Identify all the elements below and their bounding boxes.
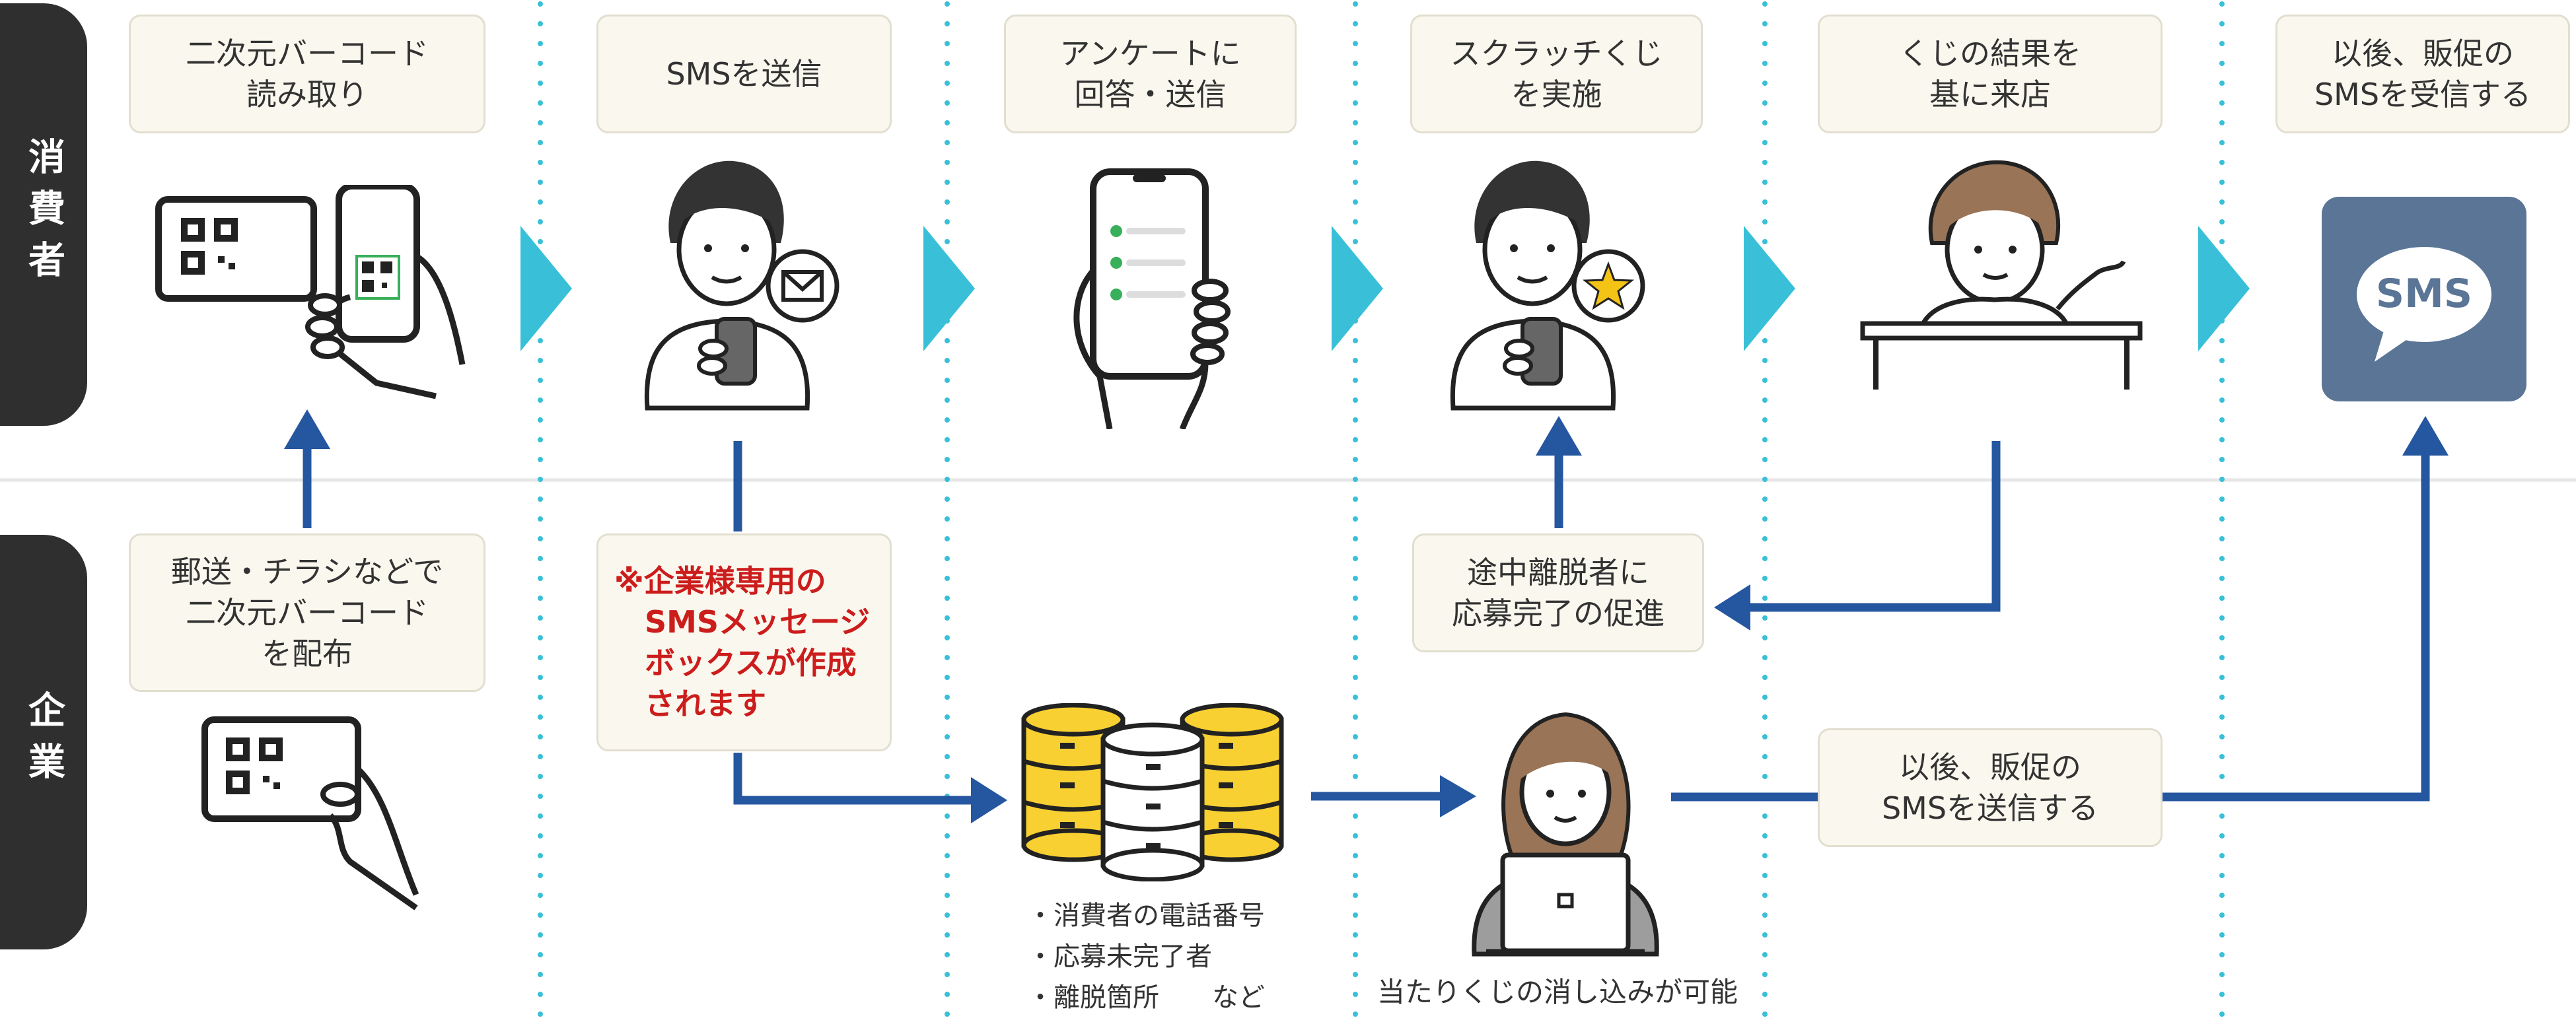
step-promote-completion: 途中離脱者に 応募完了の促進 <box>1412 533 1704 652</box>
lane-label-company: 企業 <box>0 535 87 949</box>
note-sms-box: ※企業様専用の SMSメッセージ ボックスが作成 されます <box>596 533 892 751</box>
step-answer-survey: アンケートに 回答・送信 <box>1004 15 1297 133</box>
step-send-promo-sms: 以後、販促の SMSを送信する <box>1818 728 2163 847</box>
arrow-head-up <box>2402 416 2449 456</box>
step-send-sms: SMSを送信 <box>596 15 892 133</box>
sms-icon-label: SMS <box>2375 271 2473 317</box>
step-scan-barcode: 二次元バーコード 読み取り <box>129 15 485 133</box>
step-chevron <box>2198 226 2250 351</box>
arrow-result-to-promote <box>1750 441 2001 612</box>
arrow-head-up <box>1536 416 1582 456</box>
qr-scan-illustration <box>155 185 466 399</box>
step-chevron <box>923 226 975 351</box>
arrow-head-right <box>971 777 1007 823</box>
database-icon <box>1021 703 1284 881</box>
qr-card-illustration <box>201 716 419 910</box>
operator-illustration <box>1472 712 1659 957</box>
step-visit-store: くじの結果を 基に来店 <box>1818 15 2163 133</box>
step-chevron <box>1744 226 1795 351</box>
step-scratch-lottery: スクラッチくじ を実施 <box>1410 15 1703 133</box>
operator-caption: 当たりくじの消し込みが可能 <box>1377 976 1738 1008</box>
store-visit-illustration <box>1860 160 2143 390</box>
step-receive-sms: 以後、販促の SMSを受信する <box>2275 15 2570 133</box>
sms-icon: SMS <box>2322 197 2526 401</box>
lane-label-consumer: 消費者 <box>0 3 87 426</box>
column-dividers <box>538 1 2225 1028</box>
database-center-stack <box>1100 722 1205 881</box>
step-chevron <box>1332 226 1383 351</box>
step-distribute-barcode: 郵送・チラシなどで 二次元バーコード を配布 <box>129 533 485 692</box>
database-caption: ・消費者の電話番号 ・応募未完了者 ・離脱箇所 など <box>1027 901 1265 1013</box>
speech-bubble-icon <box>2357 247 2491 362</box>
arrow-head-up <box>284 409 330 449</box>
arrow-head-right <box>1440 775 1476 817</box>
person-sms-illustration <box>644 160 840 411</box>
arrow-head-left <box>1714 584 1750 631</box>
arrow-to-database <box>733 753 971 805</box>
step-chevron <box>520 226 572 351</box>
person-lottery-illustration <box>1450 160 1645 411</box>
survey-phone-illustration <box>1073 168 1231 429</box>
